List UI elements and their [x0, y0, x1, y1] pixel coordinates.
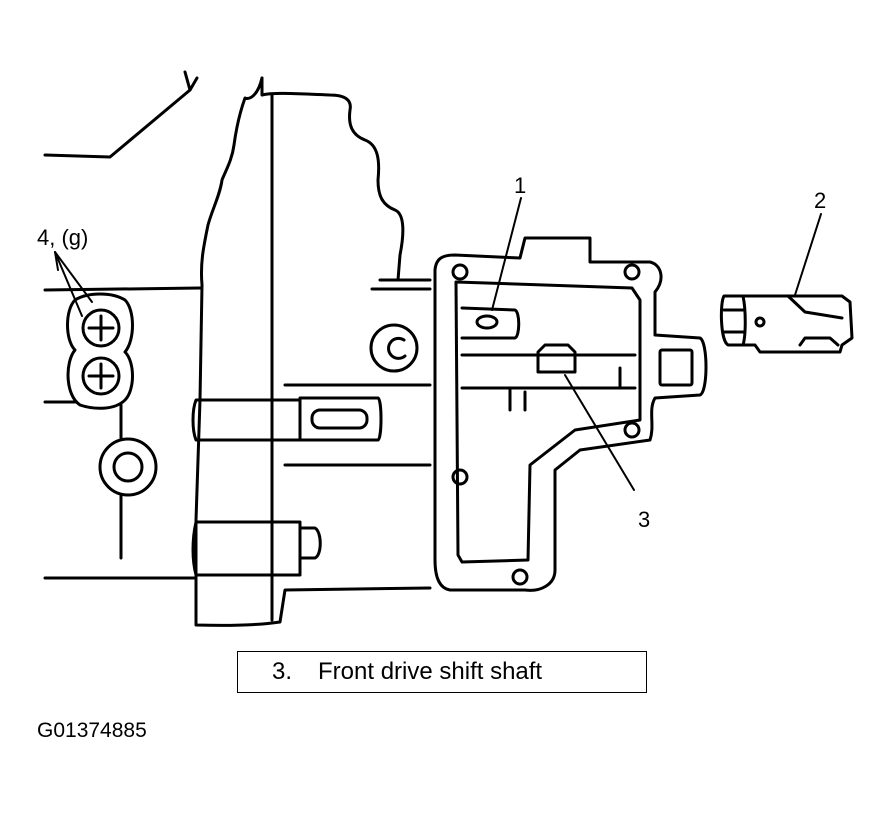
front-drive-sensor: [719, 294, 854, 354]
shift-fork: [460, 306, 637, 412]
cover-gasket: [433, 236, 708, 592]
lower-boss: [191, 520, 322, 577]
legend-box: 3. Front drive shift shaft: [237, 651, 647, 693]
callout-3: 3: [638, 507, 650, 532]
bolt-assembly: [66, 292, 158, 560]
leader-lines: [54, 197, 822, 491]
callout-1: 1: [514, 173, 526, 198]
legend-text: Front drive shift shaft: [318, 658, 543, 685]
transfer-case-housing: [43, 76, 432, 627]
callout-4: 4, (g): [37, 225, 88, 250]
callout-2: 2: [814, 188, 826, 213]
circular-port: [369, 323, 419, 373]
legend-number: 3.: [272, 658, 293, 685]
figure-id: G01374885: [37, 719, 147, 742]
direction-arrow: [43, 70, 199, 159]
shift-rail-lug: [191, 396, 383, 442]
